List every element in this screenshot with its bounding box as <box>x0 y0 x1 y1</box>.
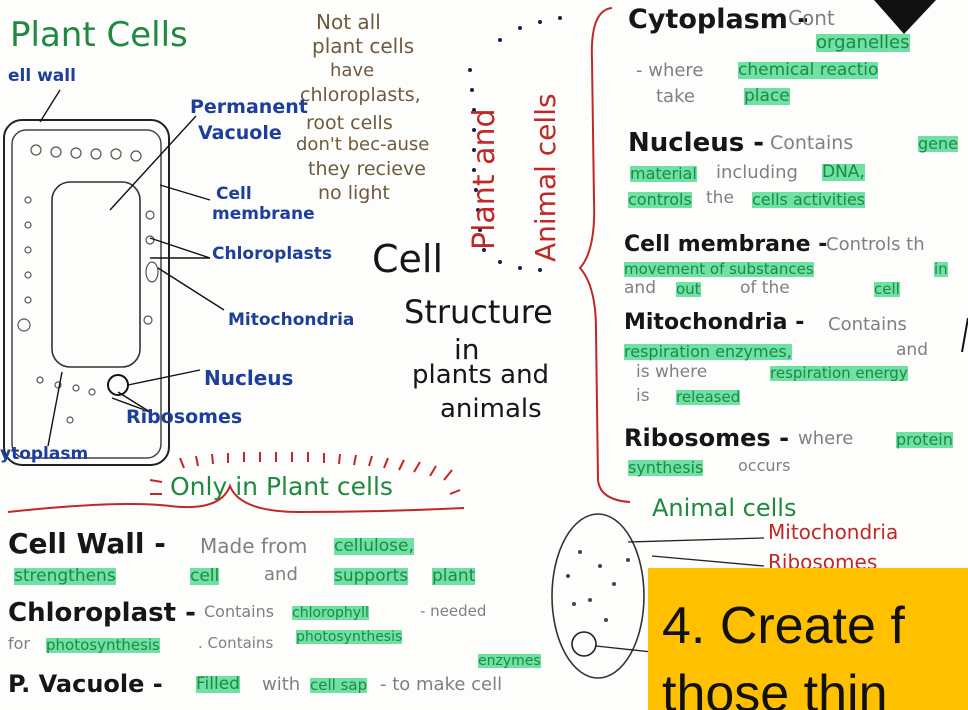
animal-nucleus-shape <box>572 632 596 656</box>
animal-cell-shape <box>552 514 644 678</box>
label-cell-wall: ell wall <box>8 68 76 85</box>
chloroplast-term: Chloroplast - <box>8 600 196 626</box>
label-cell-membrane-2: membrane <box>212 206 315 223</box>
label-ribosomes: Ribosomes <box>126 408 242 427</box>
banner-line-2: those thin <box>662 664 888 710</box>
plant-organelles <box>18 145 158 423</box>
vacuole-desc-a: with <box>262 676 300 694</box>
plant-vacuole-shape <box>52 182 140 367</box>
mito-term: Mitochondria - <box>624 312 804 334</box>
title-line-2: Structure <box>404 296 553 328</box>
cell-wall-hl-e: plant <box>432 568 475 585</box>
animal-mitochondria-label: Mitochondria <box>768 522 898 542</box>
membrane-term: Cell membrane - <box>624 234 827 256</box>
cell-wall-hl-c: cell <box>190 568 219 585</box>
vertical-plant-and: Plant and <box>470 108 500 250</box>
cell-wall-term: Cell Wall - <box>8 530 166 558</box>
banner-line-1: 4. Create f <box>662 596 905 656</box>
instruction-banner: 4. Create f those thin <box>648 568 968 710</box>
mito-hl-a: respiration enzymes, <box>624 344 792 360</box>
cell-wall-hl-a: cellulose, <box>334 538 414 555</box>
note-line-5: root cells <box>306 114 393 133</box>
vacuole-hl-a: Filled <box>196 676 240 693</box>
red-bracket-right <box>580 8 630 502</box>
chloroplast-desc-b: - needed <box>420 604 486 619</box>
nucleus-b: including <box>716 164 798 182</box>
label-cell-membrane-1: Cell <box>216 186 252 203</box>
chloroplast-hl-c: photosynthesis <box>296 630 402 644</box>
mito-a: Contains <box>828 316 907 334</box>
cytoplasm-hl-a: organelles <box>816 34 910 52</box>
ribo-hl-a: protein <box>896 432 953 448</box>
nucleus-a: Contains <box>770 134 853 153</box>
note-line-4: chloroplasts, <box>300 86 421 105</box>
nucleus-hl-d: controls <box>628 192 692 208</box>
membrane-hl-a: movement of substances <box>624 262 814 277</box>
small-arrow <box>962 318 968 352</box>
cell-wall-hl-b: strengthens <box>14 568 116 585</box>
chloroplast-hl-b: photosynthesis <box>46 638 160 653</box>
membrane-a: Controls th <box>826 236 925 254</box>
title-line-1: Cell <box>372 240 443 278</box>
chloroplast-desc-c: for <box>8 636 30 652</box>
ribo-a: where <box>798 430 853 448</box>
title-line-4: plants and <box>412 362 549 388</box>
chloroplast-desc-d: . Contains <box>198 636 273 651</box>
membrane-hl-c: out <box>676 282 701 297</box>
plant-pointer-lines <box>40 90 224 446</box>
vacuole-term: P. Vacuole - <box>8 672 163 696</box>
note-line-7: they recieve <box>308 160 426 179</box>
chloroplast-hl-d: enzymes <box>478 654 541 668</box>
ribo-term: Ribosomes - <box>624 426 789 450</box>
membrane-b: and <box>624 280 656 297</box>
cytoplasm-c: take <box>656 88 695 106</box>
nucleus-c: the <box>706 190 734 207</box>
label-permanent-vacuole-2: Vacuole <box>198 124 282 143</box>
animal-organelles <box>566 550 630 622</box>
ribo-hl-b: synthesis <box>628 460 703 476</box>
vacuole-hl-b: cell sap <box>310 678 367 693</box>
cytoplasm-hl-c: place <box>744 88 790 105</box>
triangle-decoration <box>874 0 936 34</box>
membrane-hl-b: in <box>934 262 948 277</box>
membrane-hl-d: cell <box>874 282 900 297</box>
note-line-2: plant cells <box>312 36 414 56</box>
note-line-6: don't bec-ause <box>296 136 429 154</box>
label-chloroplasts: Chloroplasts <box>212 246 332 263</box>
nucleus-hl-e: cells activities <box>752 192 865 208</box>
mito-hl-b: respiration energy <box>770 366 908 381</box>
cell-wall-desc-a: Made from <box>200 536 307 556</box>
cell-wall-hl-d: supports <box>334 568 408 585</box>
vacuole-desc-b: - to make cell <box>380 676 502 694</box>
note-line-1: Not all <box>316 12 381 32</box>
animal-cells-heading: Animal cells <box>652 496 796 520</box>
nucleus-term: Nucleus - <box>628 130 764 156</box>
mito-c: is where <box>636 364 707 381</box>
ribo-b: occurs <box>738 458 790 474</box>
only-plant-heading: Only in Plant cells <box>170 474 393 499</box>
nucleus-hl-b: material <box>630 166 697 182</box>
note-line-3: have <box>330 62 374 80</box>
plant-cells-title: Plant Cells <box>10 18 188 52</box>
mito-b: and <box>896 342 928 359</box>
note-line-8: no light <box>318 184 390 203</box>
chloroplast-hl-a: chlorophyll <box>292 606 369 620</box>
label-permanent-vacuole-1: Permanent <box>190 98 308 117</box>
chloroplast-desc-a: Contains <box>204 604 274 620</box>
membrane-c: of the <box>740 280 790 297</box>
label-nucleus: Nucleus <box>204 368 293 388</box>
cytoplasm-b: - where <box>636 62 704 80</box>
label-mitochondria: Mitochondria <box>228 312 354 329</box>
cytoplasm-term: Cytoplasm - <box>628 6 808 33</box>
label-cytoplasm: ytoplasm <box>0 446 88 463</box>
vertical-animal-cells: Animal cells <box>532 93 560 262</box>
cytoplasm-a: Cont <box>788 8 835 28</box>
mito-d: is <box>636 388 650 405</box>
cytoplasm-hl-b: chemical reactio <box>738 62 878 79</box>
nucleus-hl-c: DNA, <box>822 164 865 181</box>
title-line-5: animals <box>440 396 542 422</box>
mito-hl-c: released <box>676 390 740 405</box>
nucleus-hl-a: gene <box>918 136 958 152</box>
cell-wall-desc-b: and <box>264 566 298 584</box>
